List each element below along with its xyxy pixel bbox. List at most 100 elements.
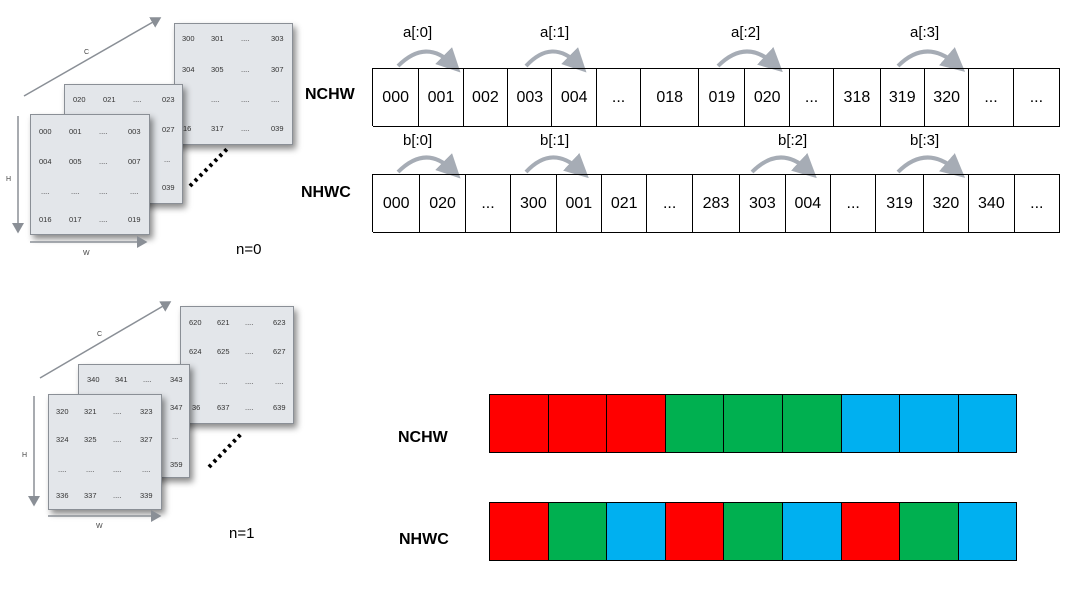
memory-cell: 340: [969, 175, 1015, 233]
memory-cell: 001: [556, 175, 602, 233]
card-cell: ....: [245, 377, 254, 386]
stride-annotation: a[:1]: [540, 24, 570, 41]
memory-cell: 001: [419, 69, 464, 127]
stride-annotation: b[:2]: [778, 132, 808, 149]
memory-cell: 019: [699, 69, 746, 127]
color-cell-red: [665, 503, 725, 561]
memory-cell: 300: [511, 175, 557, 233]
card-cell: ....: [241, 34, 250, 43]
memory-cell: ...: [831, 175, 877, 233]
card-cell: ....: [241, 124, 250, 133]
axis-label-w: W: [96, 523, 103, 530]
nchw-color-row: [489, 394, 1018, 453]
axis-label-h: H: [22, 452, 28, 459]
axis-label-c: C: [84, 49, 90, 56]
stride-annotation: a[:0]: [403, 24, 433, 41]
stride-arrow: [524, 153, 589, 179]
card-cell: 023: [162, 95, 175, 104]
color-cell-blue: [958, 503, 1018, 561]
card-cell: 004: [39, 157, 52, 166]
stride-arrow: [396, 153, 461, 179]
card-cell: 007: [128, 157, 141, 166]
stride-arrow: [396, 47, 461, 73]
color-cell-green: [724, 503, 783, 561]
card-cell: 337: [84, 491, 97, 500]
card-cell: 000: [39, 127, 52, 136]
card-cell: 003: [128, 127, 141, 136]
card-cell: 021: [103, 95, 116, 104]
channel-card-back: 300 301 .... 303 304 305 .... 307 .... .…: [174, 23, 293, 145]
card-cell: 300: [182, 34, 195, 43]
stride-annotation: b[:1]: [540, 132, 570, 149]
stride-arrow: [750, 153, 817, 179]
memory-cell: 283: [692, 175, 741, 233]
card-cell: ....: [130, 187, 139, 196]
memory-cell: 018: [641, 69, 700, 127]
card-cell: 305: [211, 65, 224, 74]
card-cell: 637: [217, 403, 230, 412]
card-cell: 017: [69, 215, 82, 224]
memory-cell: 004: [785, 175, 831, 233]
color-cell-blue: [958, 395, 1018, 453]
card-cell: 039: [162, 183, 175, 192]
color-cell-red: [490, 503, 549, 561]
memory-cell: 003: [508, 69, 553, 127]
color-cell-blue: [782, 503, 842, 561]
memory-cell: ...: [1014, 175, 1060, 233]
card-cell: ....: [211, 95, 220, 104]
nchw-color-label: NCHW: [398, 429, 448, 446]
card-cell: ....: [245, 318, 254, 327]
axis-label-w: W: [83, 250, 90, 257]
card-cell: 016: [39, 215, 52, 224]
memory-cell: 004: [552, 69, 597, 127]
card-cell: 621: [217, 318, 230, 327]
stride-annotation: a[:3]: [910, 24, 940, 41]
card-cell: 341: [115, 375, 128, 384]
card-cell: 624: [189, 347, 202, 356]
color-cell-green: [782, 395, 842, 453]
card-cell: 36: [192, 403, 201, 412]
memory-cell: ...: [465, 175, 512, 233]
card-cell: 340: [87, 375, 100, 384]
card-cell: ...: [164, 155, 171, 164]
axis-c-arrow: [39, 301, 172, 379]
card-cell: ....: [271, 95, 280, 104]
card-cell: 625: [217, 347, 230, 356]
stride-annotation: b[:3]: [910, 132, 940, 149]
color-cell-red: [841, 503, 901, 561]
memory-cell: 020: [745, 69, 790, 127]
channel-card-back: 620 621 .... 623 624 625 .... 627 .... .…: [180, 306, 294, 424]
nhwc-color-row: [489, 502, 1018, 561]
card-cell: ....: [86, 465, 95, 474]
card-cell: ....: [113, 465, 122, 474]
card-cell: 001: [69, 127, 82, 136]
axis-label-c: C: [97, 331, 103, 338]
card-cell: ....: [245, 403, 254, 412]
card-cell: 303: [271, 34, 284, 43]
card-cell: 317: [211, 124, 224, 133]
card-cell: 027: [162, 125, 175, 134]
memory-cell: ...: [1013, 69, 1061, 127]
card-cell: 323: [140, 407, 153, 416]
stride-annotation: a[:2]: [731, 24, 761, 41]
card-cell: 321: [84, 407, 97, 416]
card-cell: ....: [143, 375, 152, 384]
card-cell: 627: [273, 347, 286, 356]
nhwc-row-label: NHWC: [301, 184, 351, 201]
color-cell-blue: [841, 395, 901, 453]
nhwc-color-label: NHWC: [399, 531, 449, 548]
card-cell: 005: [69, 157, 82, 166]
card-cell: 347: [170, 403, 183, 412]
card-cell: 359: [170, 460, 183, 469]
card-cell: 327: [140, 435, 153, 444]
color-cell-blue: [900, 395, 959, 453]
card-cell: 020: [73, 95, 86, 104]
card-cell: 320: [56, 407, 69, 416]
memory-cell: 320: [923, 175, 970, 233]
memory-cell: ...: [969, 69, 1014, 127]
card-cell: 325: [84, 435, 97, 444]
card-cell: 339: [140, 491, 153, 500]
card-cell: ....: [113, 435, 122, 444]
card-cell: ....: [113, 491, 122, 500]
